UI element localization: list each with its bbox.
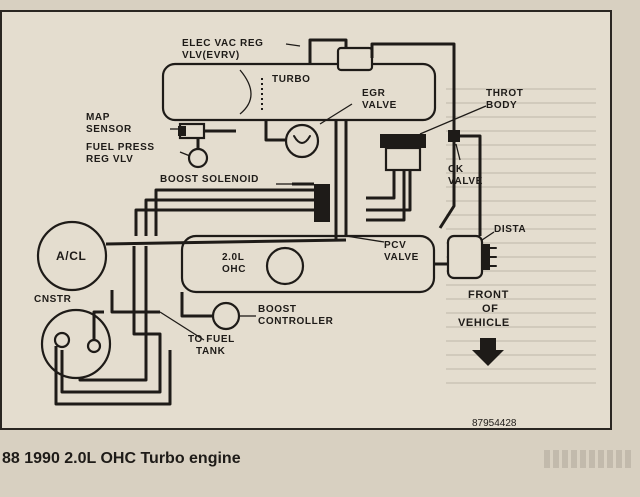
hose — [134, 208, 314, 236]
leader-line — [455, 143, 461, 161]
hose — [54, 346, 172, 406]
label-dista: DISTA — [494, 224, 526, 235]
hose — [460, 134, 482, 236]
label-front: FRONT — [468, 289, 509, 301]
label-to-fuel: TO FUEL — [188, 334, 235, 345]
egr-valve — [284, 123, 320, 159]
bleed-through-caption — [544, 450, 634, 468]
hose — [366, 170, 412, 212]
label-ck-valve: VALVE — [448, 176, 483, 187]
leader-line — [319, 103, 353, 125]
map-sensor-port — [178, 126, 186, 136]
turbo-outline — [239, 69, 252, 115]
label-fuel-press: FUEL PRESS — [86, 142, 155, 153]
label-pcv-valve: VALVE — [384, 252, 419, 263]
evrv-body — [336, 46, 374, 72]
leader-line — [159, 311, 205, 341]
leader-line — [285, 43, 301, 47]
label-boost-solenoid: BOOST SOLENOID — [160, 174, 259, 185]
hose — [180, 292, 213, 318]
leader-line — [419, 105, 487, 135]
hose — [264, 120, 286, 142]
label-throt-body: BODY — [486, 100, 517, 111]
front-arrow-icon — [472, 338, 504, 366]
hose — [60, 246, 162, 394]
throttle-body-lower — [384, 146, 422, 172]
hose — [105, 238, 347, 246]
label-cnstr: CNSTR — [34, 294, 72, 305]
hose — [366, 170, 406, 222]
label-egr: EGR — [362, 88, 386, 99]
boost-solenoid — [314, 184, 330, 222]
label-turbo: TURBO — [272, 74, 311, 85]
engine-pulley — [265, 246, 305, 286]
hose — [308, 38, 348, 64]
label-map-sensor: SENSOR — [86, 124, 132, 135]
figure-caption: 88 1990 2.0L OHC Turbo engine — [2, 450, 241, 467]
hose — [370, 42, 456, 132]
hose — [110, 290, 160, 314]
air-cleaner — [36, 220, 108, 292]
check-valve — [448, 130, 460, 142]
label-egr-valve: VALVE — [362, 100, 397, 111]
egr-valve-stem — [293, 135, 311, 144]
label-ck: CK — [448, 164, 464, 175]
label-tank: TANK — [196, 346, 226, 357]
leader-line — [345, 235, 385, 243]
label-engine: 2.0L — [222, 252, 244, 263]
label-reg-vlv: REG VLV — [86, 154, 133, 165]
distributor-body — [446, 234, 484, 280]
label-map: MAP — [86, 112, 110, 123]
label-vlv-evrv: VLV(EVRV) — [182, 50, 240, 61]
hose — [144, 198, 314, 236]
hose — [366, 170, 396, 200]
leader-line — [481, 231, 495, 241]
turbo-intake-housing — [161, 62, 437, 122]
fuel-press-reg-valve — [187, 147, 209, 169]
bleed-through-text — [446, 84, 596, 384]
hose — [438, 142, 456, 229]
label-pcv: PCV — [384, 240, 406, 251]
distributor-cap — [482, 244, 490, 270]
label-of: OF — [482, 303, 498, 315]
label-boost: BOOST — [258, 304, 297, 315]
label-engine-ohc: OHC — [222, 264, 246, 275]
label-elec-vac-reg: ELEC VAC REG — [182, 38, 263, 49]
hose — [92, 310, 104, 340]
label-acl: A/CL — [56, 249, 86, 263]
label-throt: THROT — [486, 88, 523, 99]
boost-controller — [211, 301, 241, 331]
figure-id: 87954428 — [472, 418, 517, 429]
label-vehicle: VEHICLE — [458, 317, 510, 329]
leader-line — [179, 151, 191, 157]
hose — [154, 188, 314, 236]
canister-port — [86, 338, 102, 354]
label-boost-controller: CONTROLLER — [258, 316, 334, 327]
throttle-body — [380, 134, 426, 148]
canister-port — [53, 331, 71, 349]
